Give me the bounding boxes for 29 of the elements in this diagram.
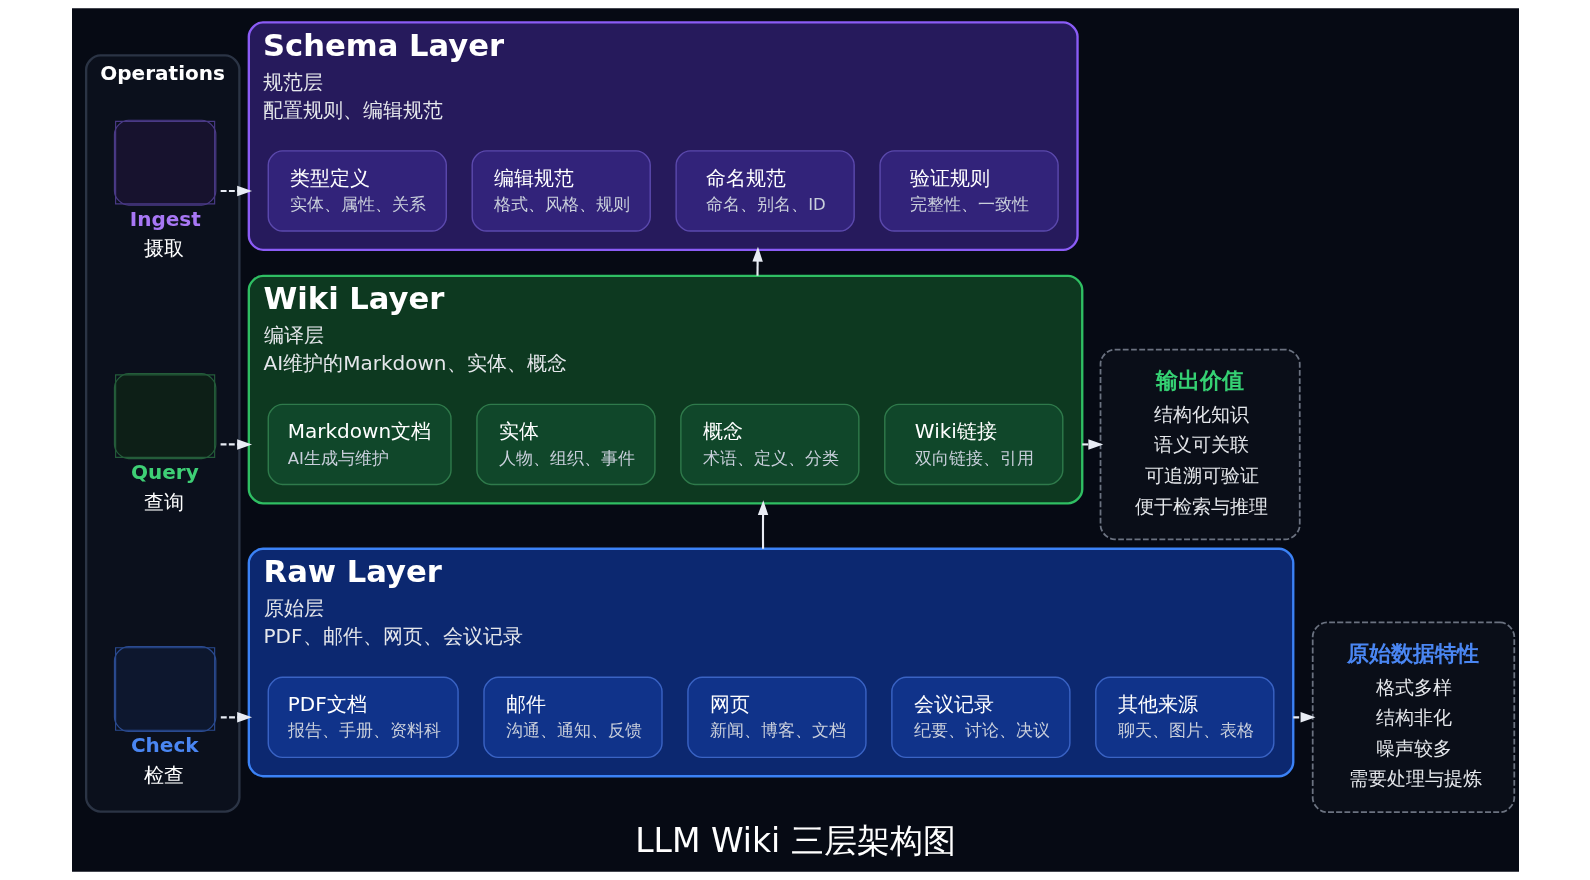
arrow: [1081, 439, 1103, 450]
arrow: [757, 500, 768, 549]
arrow: [220, 439, 252, 450]
node-box: 概念 术语、定义、分类: [679, 403, 860, 486]
node-box: Markdown文档 AI生成与维护: [267, 403, 452, 486]
node-box: 网页 新闻、博客、文档: [686, 676, 867, 759]
node-box: 其他来源 聊天、图片、表格: [1094, 676, 1274, 759]
arrow: [1292, 712, 1315, 723]
node-label: Query: [130, 460, 199, 485]
arrow: [220, 712, 252, 723]
node-box: 编辑规范 格式、风格、规则: [471, 150, 651, 232]
node-label: 摄取: [144, 236, 184, 261]
node-box: 实体 人物、组织、事件: [475, 403, 656, 486]
node-box: 原始数据特性 格式多样 结构非化 噪声较多 需要处理与提炼: [1311, 621, 1515, 814]
node-box: 命名规范 命名、别名、ID: [674, 150, 855, 232]
node-box: Wiki链接 双向链接、引用: [883, 403, 1063, 486]
node-box: 输出价值 结构化知识 语义可关联 可追溯可验证 便于检索与推理: [1099, 348, 1301, 541]
node-box: 验证规则 完整性、一致性: [878, 150, 1059, 232]
node-box: 会议记录 纪要、讨论、决议: [890, 676, 1071, 759]
node-box: 邮件 沟通、通知、反馈: [482, 676, 663, 759]
node-label: Ingest: [129, 206, 201, 231]
node-box: PDF文档 报告、手册、资料科: [267, 676, 459, 759]
diagram-title: LLM Wiki 三层架构图: [634, 821, 956, 861]
arrow: [220, 185, 252, 197]
node-label: 查询: [144, 489, 184, 514]
node-box: 类型定义 实体、属性、关系: [267, 150, 447, 232]
node-label: Check: [130, 733, 199, 758]
node-label: 检查: [144, 762, 184, 787]
arrow: [751, 246, 763, 276]
